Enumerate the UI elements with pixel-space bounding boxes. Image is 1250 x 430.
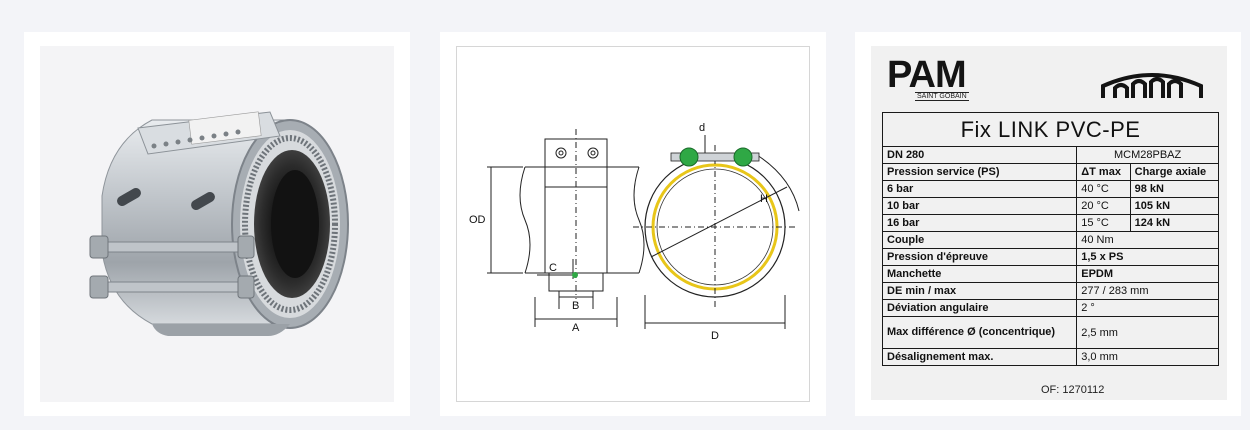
- table-row: Manchette EPDM: [881, 265, 1219, 283]
- spec-value: 2 °: [1076, 299, 1219, 317]
- spec-value: 3,0 mm: [1076, 348, 1219, 366]
- d-label: D: [711, 330, 719, 342]
- axial-cell: 105 kN: [1129, 197, 1220, 215]
- spec-name: Déviation angulaire: [881, 299, 1078, 317]
- code-cell: MCM28PBAZ: [1076, 146, 1219, 164]
- of-number: OF: 1270112: [1041, 384, 1105, 396]
- spec-table: Fix LINK PVC-PE DN 280 MCM28PBAZ Pressio…: [881, 112, 1220, 366]
- technical-drawing-card[interactable]: OD C B A d H D: [440, 32, 826, 416]
- axial-cell: 98 kN: [1129, 180, 1220, 198]
- delta-t-cell: 15 °C: [1076, 214, 1131, 232]
- brand-subtitle: SAINT GOBAIN: [915, 92, 969, 101]
- c-label: C: [549, 262, 557, 274]
- a-label: A: [572, 322, 580, 334]
- technical-drawing: OD C B A d H D: [456, 46, 810, 402]
- spec-value: 2,5 mm: [1076, 316, 1219, 349]
- h-label: H: [760, 193, 768, 205]
- spec-name: DE min / max: [881, 282, 1078, 300]
- delta-t-cell: 20 °C: [1076, 197, 1131, 215]
- dn-cell: DN 280: [881, 146, 1078, 164]
- spec-name: Couple: [881, 231, 1078, 249]
- b-label: B: [572, 300, 579, 312]
- pressure-cell: 6 bar: [881, 180, 1078, 198]
- axial-cell: 124 kN: [1129, 214, 1220, 232]
- product-photo: [89, 111, 349, 336]
- table-row: Pression d'épreuve 1,5 x PS: [881, 248, 1219, 266]
- spec-name: Désalignement max.: [881, 348, 1078, 366]
- axial-header: Charge axiale: [1129, 163, 1220, 181]
- small-d-label: d: [699, 122, 705, 134]
- product-photo-card[interactable]: [24, 32, 410, 416]
- table-row: Max différence Ø (concentrique) 2,5 mm: [881, 316, 1219, 349]
- table-row: 16 bar 15 °C 124 kN: [881, 214, 1220, 232]
- spec-value: 277 / 283 mm: [1076, 282, 1219, 300]
- delta-t-cell: 40 °C: [1076, 180, 1131, 198]
- spec-name: Max différence Ø (concentrique): [881, 316, 1078, 349]
- arch-logo-icon: [1101, 73, 1203, 98]
- dimension-diagram: OD C B A d H D: [469, 122, 800, 342]
- pressure-header: Pression service (PS): [881, 163, 1078, 181]
- product-title: Fix LINK PVC-PE: [882, 112, 1219, 147]
- table-row: 6 bar 40 °C 98 kN: [881, 180, 1220, 198]
- brand-name: PAM: [887, 54, 967, 96]
- pressure-cell: 10 bar: [881, 197, 1078, 215]
- table-row: 10 bar 20 °C 105 kN: [881, 197, 1220, 215]
- od-label: OD: [469, 214, 486, 226]
- spec-value: 40 Nm: [1076, 231, 1219, 249]
- delta-t-header: ΔT max: [1076, 163, 1131, 181]
- spec-value: EPDM: [1076, 265, 1219, 283]
- spec-value: 1,5 x PS: [1076, 248, 1219, 266]
- pressure-cell: 16 bar: [881, 214, 1078, 232]
- spec-name: Manchette: [881, 265, 1078, 283]
- table-row: DE min / max 277 / 283 mm: [881, 282, 1219, 300]
- product-label-card[interactable]: PAM SAINT GOBAIN Fix LINK PVC-PE DN 280 …: [855, 32, 1241, 416]
- table-row: Déviation angulaire 2 °: [881, 299, 1219, 317]
- product-label: PAM SAINT GOBAIN Fix LINK PVC-PE DN 280 …: [871, 46, 1227, 400]
- pam-logo: PAM SAINT GOBAIN: [887, 54, 1007, 110]
- table-row: Couple 40 Nm: [881, 231, 1219, 249]
- spec-name: Pression d'épreuve: [881, 248, 1078, 266]
- table-row: Désalignement max. 3,0 mm: [881, 348, 1219, 366]
